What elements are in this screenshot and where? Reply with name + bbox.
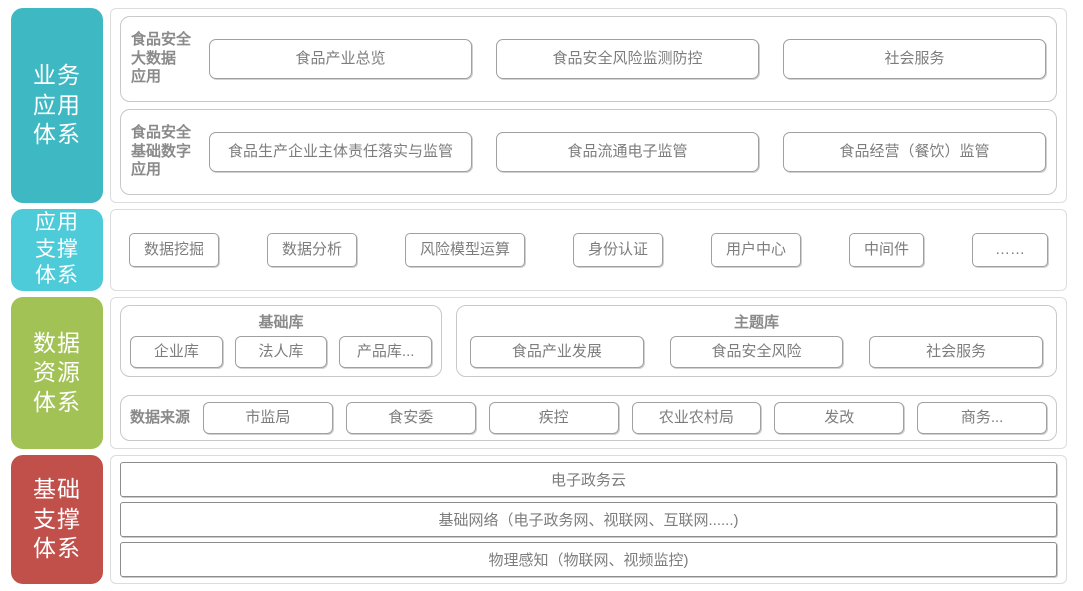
band-label-application-support: 应用 支撑 体系 (11, 209, 103, 291)
cell-commerce[interactable]: 商务... (917, 402, 1047, 434)
cell-risk-model-computation[interactable]: 风险模型运算 (405, 233, 526, 267)
cell-product-db[interactable]: 产品库... (339, 336, 433, 368)
cell-user-center[interactable]: 用户中心 (711, 233, 802, 267)
data-source-row: 数据来源 市监局 食安委 疾控 农业农村局 发改 商务... (120, 395, 1057, 441)
cell-e-government-cloud[interactable]: 电子政务云 (120, 462, 1057, 497)
group-caption-bigdata: 食品安全 大数据 应用 (131, 30, 192, 86)
band-label-line: 体系 (35, 264, 79, 288)
cell-legal-person-db[interactable]: 法人库 (234, 336, 328, 368)
band-label-data-resource: 数据 资源 体系 (11, 297, 103, 449)
cell-physical-sensing[interactable]: 物理感知（物联网、视频监控) (120, 542, 1057, 577)
band-business-application: 业务 应用 体系 食品安全 大数据 应用 食品产业总览 食品安全风险监测防控 社… (11, 8, 1067, 203)
cell-social-service-theme[interactable]: 社会服务 (869, 336, 1044, 368)
group-items-bigdata: 食品产业总览 食品安全风险监测防控 社会服务 (209, 39, 1046, 79)
cell-food-circulation-e-supervision[interactable]: 食品流通电子监管 (496, 132, 759, 172)
band-body-application-support: 数据挖掘 数据分析 风险模型运算 身份认证 用户中心 中间件 …… (110, 209, 1067, 291)
cell-development-reform[interactable]: 发改 (774, 402, 905, 434)
group-items-basic-digital: 食品生产企业主体责任落实与监管 食品流通电子监管 食品经营（餐饮）监管 (209, 132, 1046, 172)
panel-basic-database: 基础库 企业库 法人库 产品库... (120, 305, 442, 377)
cell-market-supervision-bureau[interactable]: 市监局 (203, 402, 333, 434)
band-label-line: 应用 (35, 210, 79, 234)
panel-title-theme-database: 主题库 (733, 314, 779, 331)
cell-production-enterprise-responsibility[interactable]: 食品生产企业主体责任落实与监管 (209, 132, 472, 172)
cell-food-operation-catering-supervision[interactable]: 食品经营（餐饮）监管 (783, 132, 1046, 172)
cell-food-industry-overview[interactable]: 食品产业总览 (209, 39, 472, 79)
band-label-line: 体系 (33, 388, 81, 415)
band-body-business-application: 食品安全 大数据 应用 食品产业总览 食品安全风险监测防控 社会服务 食品安全 … (110, 8, 1067, 203)
band-data-resource: 数据 资源 体系 基础库 企业库 法人库 产品库... 主题库 食品产业发展 (11, 297, 1067, 449)
band-label-line: 基础 (33, 476, 81, 503)
panel-theme-database: 主题库 食品产业发展 食品安全风险 社会服务 (456, 305, 1057, 377)
cell-data-analysis[interactable]: 数据分析 (267, 233, 358, 267)
group-bigdata-application: 食品安全 大数据 应用 食品产业总览 食品安全风险监测防控 社会服务 (120, 16, 1057, 102)
cell-more-ellipsis[interactable]: …… (972, 233, 1048, 267)
band-infrastructure-support: 基础 支撑 体系 电子政务云 基础网络（电子政务网、视联网、互联网......)… (11, 455, 1067, 584)
cell-food-industry-development[interactable]: 食品产业发展 (470, 336, 644, 368)
band-label-line: 业务 (33, 62, 81, 89)
band-body-infrastructure-support: 电子政务云 基础网络（电子政务网、视联网、互联网......) 物理感知（物联网… (110, 455, 1067, 584)
database-row: 基础库 企业库 法人库 产品库... 主题库 食品产业发展 食品安全风险 社会服… (120, 305, 1057, 377)
panel-title-basic-database: 基础库 (258, 314, 304, 331)
panel-items-theme-database: 食品产业发展 食品安全风险 社会服务 (466, 336, 1047, 368)
band-application-support: 应用 支撑 体系 数据挖掘 数据分析 风险模型运算 身份认证 用户中心 中间件 … (11, 209, 1067, 291)
band-label-line: 应用 (33, 91, 81, 118)
group-basic-digital-application: 食品安全 基础数字 应用 食品生产企业主体责任落实与监管 食品流通电子监管 食品… (120, 109, 1057, 195)
cell-food-safety-committee[interactable]: 食安委 (345, 402, 476, 434)
band-label-line: 数据 (33, 329, 81, 356)
cell-food-safety-risk-monitoring[interactable]: 食品安全风险监测防控 (496, 39, 759, 79)
cell-basic-network[interactable]: 基础网络（电子政务网、视联网、互联网......) (120, 502, 1057, 537)
band-label-line: 支撑 (35, 237, 79, 261)
cell-social-service[interactable]: 社会服务 (783, 39, 1046, 79)
band-body-data-resource: 基础库 企业库 法人库 产品库... 主题库 食品产业发展 食品安全风险 社会服… (110, 297, 1067, 449)
cell-cdc[interactable]: 疾控 (488, 402, 619, 434)
cell-middleware[interactable]: 中间件 (849, 233, 925, 267)
group-caption-basic-digital: 食品安全 基础数字 应用 (131, 123, 192, 179)
band-label-line: 体系 (33, 121, 81, 148)
data-source-caption: 数据来源 (130, 408, 191, 426)
cell-data-mining[interactable]: 数据挖掘 (129, 233, 220, 267)
support-capability-row: 数据挖掘 数据分析 风险模型运算 身份认证 用户中心 中间件 …… (120, 227, 1057, 273)
band-label-business-application: 业务 应用 体系 (11, 8, 103, 203)
band-label-line: 体系 (33, 535, 81, 562)
panel-items-basic-database: 企业库 法人库 产品库... (130, 336, 433, 368)
cell-agriculture-rural-bureau[interactable]: 农业农村局 (631, 402, 762, 434)
band-label-infrastructure-support: 基础 支撑 体系 (11, 455, 103, 584)
cell-food-safety-risk[interactable]: 食品安全风险 (669, 336, 844, 368)
cell-identity-authentication[interactable]: 身份认证 (573, 233, 664, 267)
cell-enterprise-db[interactable]: 企业库 (130, 336, 223, 368)
band-label-line: 支撑 (33, 505, 81, 532)
band-label-line: 资源 (33, 359, 81, 386)
